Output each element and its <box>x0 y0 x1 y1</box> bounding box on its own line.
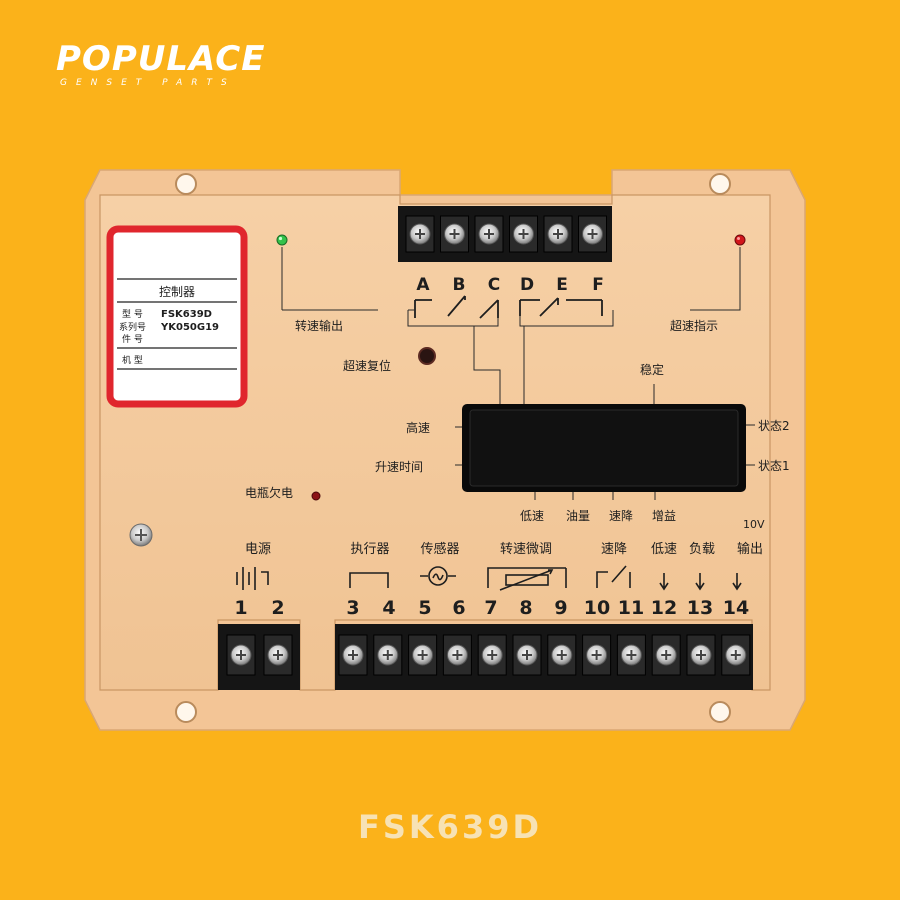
circuit-lines <box>281 247 755 500</box>
signal-terminal-block <box>335 624 753 690</box>
terminal-screw <box>405 215 435 253</box>
high-speed-label: 高速 <box>406 420 430 435</box>
terminal-number: 8 <box>519 597 532 619</box>
ramp-time-label: 升速时间 <box>375 460 423 474</box>
battery-low-label: 电瓶欠电 <box>245 485 293 500</box>
label-row-label: 件 号 <box>122 333 143 345</box>
terminal-screw <box>408 634 438 676</box>
relay-contacts-abc <box>414 295 499 319</box>
terminal-group-label: 执行器 <box>350 542 389 557</box>
terminal-screw <box>616 634 646 676</box>
terminal-group-label: 速降 <box>601 542 627 557</box>
relay-contacts-def <box>519 297 603 317</box>
stable-label: 稳定 <box>640 362 664 377</box>
terminal-screw <box>442 634 472 676</box>
product-caption: FSK639D <box>357 808 543 846</box>
mounting-hole <box>175 701 197 723</box>
brand-tagline: GENSET PARTS <box>60 78 236 88</box>
terminal-screw <box>474 215 504 253</box>
terminal-screw <box>651 634 681 676</box>
fuel-pot-label: 油量 <box>566 509 590 523</box>
terminal-number: 9 <box>554 597 567 619</box>
display-window <box>462 404 746 492</box>
speed-output-label: 转速输出 <box>295 318 343 333</box>
terminal-screw <box>509 215 538 253</box>
state2-label: 状态2 <box>758 419 790 433</box>
terminal-group-label: 输出 <box>737 541 763 557</box>
terminal-number: 13 <box>687 597 713 619</box>
terminal-group-label: 传感器 <box>420 541 459 557</box>
terminal-screw <box>547 634 577 676</box>
overspeed-indicator-label: 超速指示 <box>670 318 718 333</box>
terminal-group-label: 电源 <box>245 542 271 557</box>
terminal-number: 3 <box>346 597 359 619</box>
green-led <box>276 234 288 246</box>
label-card-title: 控制器 <box>159 285 195 299</box>
terminal-number: 10 <box>584 597 610 619</box>
battery-low-led <box>311 491 321 501</box>
label-row-label: 型 号 <box>122 309 143 320</box>
terminal-screw <box>721 634 751 676</box>
low-speed-pot-label: 低速 <box>520 509 544 523</box>
terminal-number: 4 <box>382 597 395 619</box>
terminal-screw <box>226 634 256 676</box>
terminal-screw <box>578 215 607 253</box>
mounting-hole <box>709 701 731 723</box>
terminal-screw <box>543 215 573 253</box>
brand-name: POPULACE <box>56 39 266 79</box>
terminal-number: 11 <box>618 597 644 619</box>
serial-value: YK050G19 <box>160 322 219 333</box>
label-card: 控制器 型 号 FSK639D 系列号 YK050G19 件 号 机 型 <box>106 225 248 408</box>
terminal-number: 7 <box>484 597 497 619</box>
mounting-hole <box>175 173 197 195</box>
overspeed-reset-label: 超速复位 <box>343 358 391 373</box>
droop-pot-label: 速降 <box>609 509 633 523</box>
ten-volt-label: 10V <box>743 518 765 531</box>
red-led <box>734 234 746 246</box>
terminal-number: 6 <box>452 597 465 619</box>
terminal-screw <box>512 634 542 676</box>
top-terminal-letter: F <box>592 275 604 295</box>
terminal-group-label: 转速微调 <box>500 542 552 557</box>
top-terminal-letter: A <box>416 275 430 295</box>
top-terminal-letter: D <box>520 275 534 295</box>
terminal-number: 5 <box>418 597 431 619</box>
top-terminal-letter: B <box>453 275 466 295</box>
terminal-screw <box>582 634 612 676</box>
panel-screw <box>129 523 153 547</box>
terminal-screw <box>373 634 403 676</box>
terminal-number: 14 <box>723 597 749 619</box>
label-row-label: 系列号 <box>119 321 146 333</box>
power-terminal-block <box>218 624 300 690</box>
overspeed-reset-button <box>418 347 436 365</box>
terminal-group-label: 负载 <box>689 542 715 557</box>
terminal-number: 12 <box>651 597 677 619</box>
gain-pot-label: 增益 <box>652 509 676 523</box>
terminal-group-label: 低速 <box>651 542 677 557</box>
terminal-screw <box>263 634 293 676</box>
terminal-number: 2 <box>271 597 284 619</box>
top-terminal-letter: E <box>556 275 568 295</box>
terminal-number: 1 <box>234 597 247 619</box>
top-terminal-letter: C <box>488 275 500 295</box>
terminal-screw <box>440 215 469 253</box>
label-row-label: 机 型 <box>122 354 143 366</box>
bottom-symbols <box>236 565 742 591</box>
terminal-screw <box>686 634 716 676</box>
brand-logo: POPULACE GENSET PARTS <box>56 40 265 88</box>
mounting-hole <box>709 173 731 195</box>
model-value: FSK639D <box>161 309 212 320</box>
terminal-screw <box>477 634 507 676</box>
terminal-screw <box>338 634 368 676</box>
top-terminal-block <box>398 206 612 262</box>
state1-label: 状态1 <box>758 459 790 473</box>
